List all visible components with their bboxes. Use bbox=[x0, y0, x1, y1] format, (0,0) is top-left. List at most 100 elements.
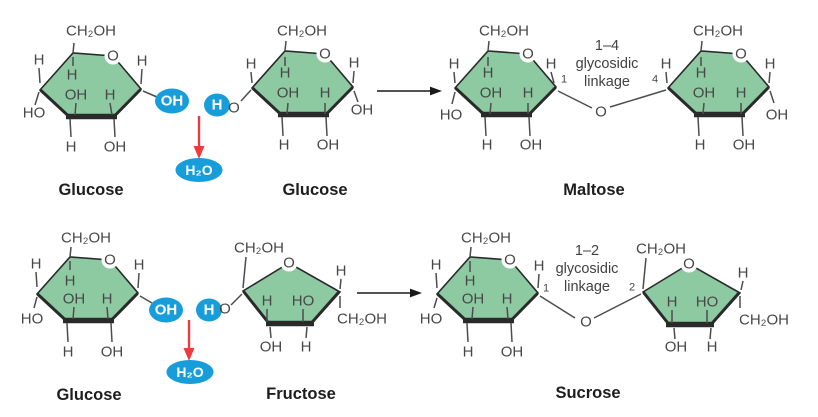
h-label: H bbox=[133, 256, 145, 274]
glycosidic-oxygen-label: O bbox=[595, 103, 607, 121]
oh-label: OH bbox=[100, 343, 124, 361]
ho-label: HO bbox=[20, 310, 44, 328]
h-label: H bbox=[101, 290, 113, 308]
h-label: H bbox=[319, 84, 331, 102]
linkage-type: glycosidic bbox=[575, 56, 639, 72]
h-label: H bbox=[33, 51, 45, 69]
ch2oh-label: CH₂OH bbox=[479, 22, 529, 40]
oh-label: OH bbox=[732, 136, 756, 154]
oh-label: OH bbox=[664, 338, 688, 356]
water-release-arrow-top bbox=[193, 116, 205, 159]
locant-2: 2 bbox=[628, 281, 636, 294]
ring-oxygen-label: O bbox=[319, 45, 331, 63]
ch2oh-label: CH₂OH bbox=[337, 310, 387, 328]
linkage-word: linkage bbox=[564, 279, 610, 295]
ring-oxygen-label: O bbox=[107, 47, 119, 65]
locant-4: 4 bbox=[651, 73, 659, 86]
ho-label: HO bbox=[695, 293, 719, 311]
oh-label: OH bbox=[103, 138, 127, 156]
glucose1-ring bbox=[38, 47, 143, 120]
highlighted-oh-label: OH bbox=[154, 301, 178, 319]
h-label: H bbox=[501, 290, 513, 308]
reaction-arrow-top bbox=[377, 86, 442, 96]
h-label: H bbox=[764, 55, 776, 73]
ho-label: HO bbox=[22, 104, 46, 122]
glucose2-ring bbox=[250, 45, 355, 118]
h-label: H bbox=[335, 262, 347, 280]
molecule-name-maltose: Maltose bbox=[563, 180, 625, 199]
oh-label: OH bbox=[500, 343, 524, 361]
molecule-name-glucose1: Glucose bbox=[58, 180, 124, 199]
h-label: H bbox=[245, 55, 257, 73]
oh-label: OH bbox=[350, 101, 374, 119]
linkage-bond-numbers: 1–2 bbox=[574, 243, 600, 259]
h-label: H bbox=[464, 272, 476, 290]
bond-lines bbox=[33, 40, 775, 343]
linkage-type: glycosidic bbox=[555, 261, 619, 277]
hydroxyl-highlight-ellipses bbox=[149, 88, 230, 384]
h-label: H bbox=[660, 55, 672, 73]
ring-oxygen-label: O bbox=[504, 251, 516, 269]
ch2oh-label: CH₂OH bbox=[636, 240, 686, 258]
oh-label: OH bbox=[276, 84, 300, 102]
h-label: H bbox=[666, 293, 678, 311]
highlighted-h-label: H bbox=[211, 96, 223, 114]
oh-label: OH bbox=[64, 86, 88, 104]
h-label: H bbox=[64, 272, 76, 290]
ch2oh-label: CH₂OH bbox=[739, 311, 789, 329]
ch2oh-label: CH₂OH bbox=[277, 22, 327, 40]
fructose-ring bbox=[241, 254, 342, 327]
h-label: H bbox=[300, 338, 312, 356]
h-label: H bbox=[66, 66, 78, 84]
h-label: H bbox=[462, 343, 474, 361]
ch2oh-label: CH₂OH bbox=[461, 229, 511, 247]
oh-label: OH bbox=[692, 84, 716, 102]
oh-label: OH bbox=[479, 84, 503, 102]
h-label: H bbox=[136, 52, 148, 70]
linkage-label-sucrose: 1–2 glycosidic linkage bbox=[556, 242, 619, 296]
oh-label: OH bbox=[461, 290, 485, 308]
h-label: H bbox=[430, 256, 442, 274]
sucrose-fructose-ring bbox=[641, 255, 742, 328]
h-label: H bbox=[65, 138, 77, 156]
h-label: H bbox=[545, 55, 557, 73]
h-label: H bbox=[104, 86, 116, 104]
glucose3-ring bbox=[35, 251, 140, 324]
h-label: H bbox=[735, 84, 747, 102]
ring-oxygen-label: O bbox=[104, 251, 116, 269]
oh-label: OH bbox=[259, 338, 283, 356]
reaction-arrow-bottom bbox=[357, 288, 422, 298]
h-label: H bbox=[278, 136, 290, 154]
h-label: H bbox=[694, 136, 706, 154]
linkage-word: linkage bbox=[584, 74, 630, 90]
h-label: H bbox=[482, 64, 494, 82]
water-release-arrow-bottom bbox=[183, 320, 195, 361]
ho-label: HO bbox=[419, 310, 443, 328]
o-label: O bbox=[228, 99, 240, 117]
ho-label: HO bbox=[291, 292, 315, 310]
h-label: H bbox=[448, 55, 460, 73]
h-label: H bbox=[706, 338, 718, 356]
molecule-name-glucose3: Glucose bbox=[56, 385, 122, 404]
h-label: H bbox=[533, 257, 545, 275]
ho-label: HO bbox=[439, 106, 463, 124]
ring-oxygen-label: O bbox=[683, 255, 695, 273]
ring-oxygen-label: O bbox=[522, 45, 534, 63]
glycosidic-oxygen-label: O bbox=[580, 313, 592, 331]
maltose-left-ring bbox=[453, 45, 558, 118]
oh-label: OH bbox=[316, 136, 340, 154]
h-label: H bbox=[30, 255, 42, 273]
linkage-bond-numbers: 1–4 bbox=[594, 38, 620, 54]
water-label: H₂O bbox=[185, 162, 213, 178]
locant-1: 1 bbox=[542, 282, 550, 295]
h-label: H bbox=[348, 54, 360, 72]
ch2oh-label: CH₂OH bbox=[66, 22, 116, 40]
ring-oxygen-label: O bbox=[735, 45, 747, 63]
highlighted-oh-label: OH bbox=[160, 92, 184, 110]
h-label: H bbox=[522, 84, 534, 102]
ch2oh-label: CH₂OH bbox=[693, 22, 743, 40]
molecule-name-fructose: Fructose bbox=[266, 384, 336, 403]
h-label: H bbox=[737, 264, 749, 282]
